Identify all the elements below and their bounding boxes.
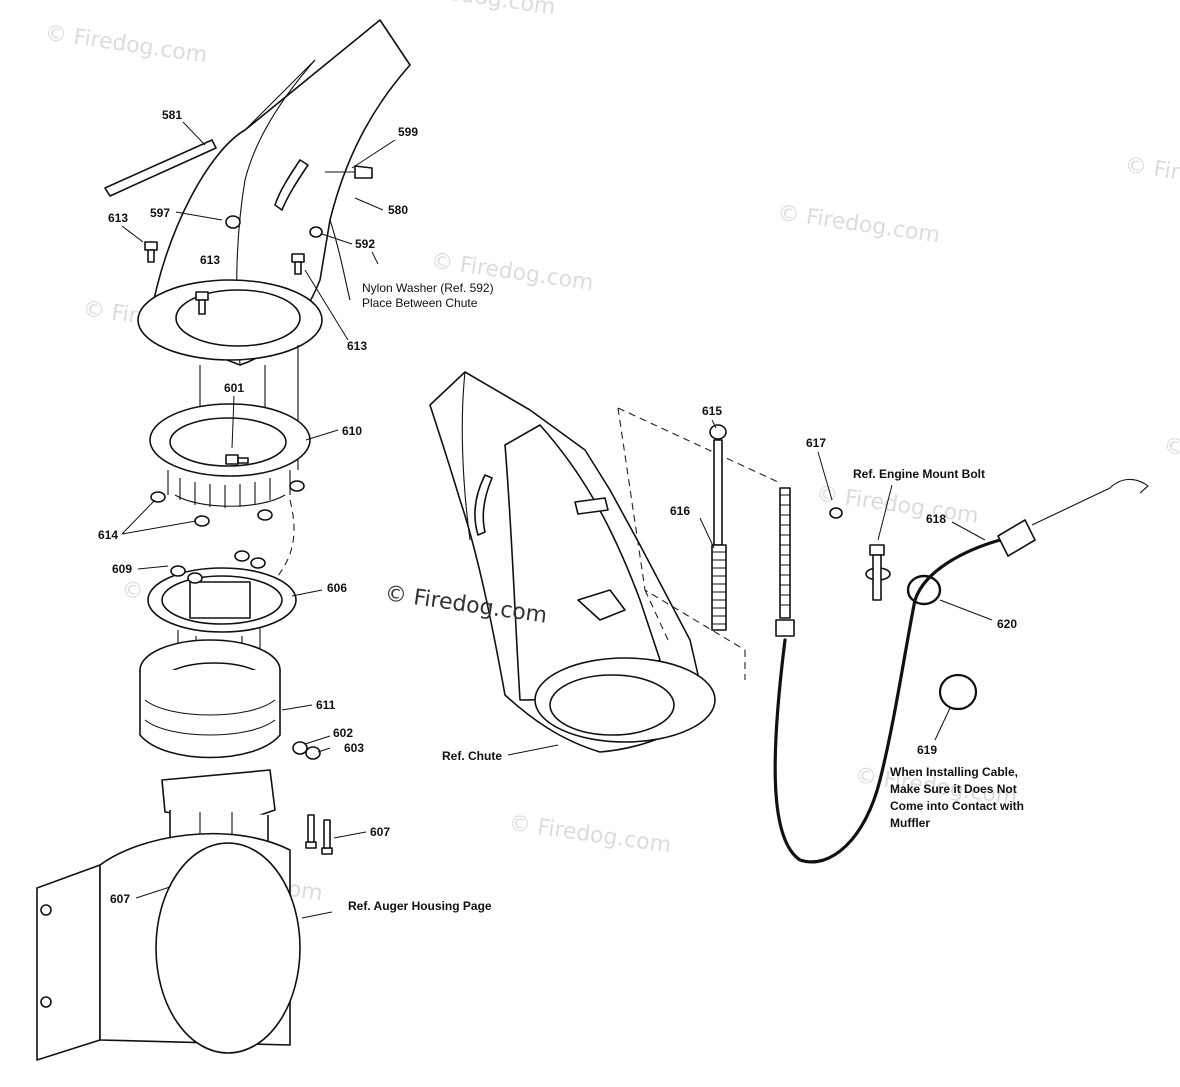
ring-gear-611 xyxy=(139,639,281,759)
note-cable: Muffler xyxy=(890,816,930,830)
label-620: 620 xyxy=(997,617,1017,631)
notes: Nylon Washer (Ref. 592) Place Between Ch… xyxy=(348,281,1024,913)
label-610: 610 xyxy=(342,424,362,438)
label-602: 602 xyxy=(333,726,353,740)
label-580: 580 xyxy=(388,203,408,217)
note-ref-chute: Ref. Chute xyxy=(442,749,502,763)
spring-617 xyxy=(775,487,843,637)
label-603: 603 xyxy=(344,741,364,755)
label-581: 581 xyxy=(162,108,182,122)
nut-614 xyxy=(257,509,273,521)
ring-610 xyxy=(149,403,311,508)
label-617: 617 xyxy=(806,436,826,450)
bolt-613-right xyxy=(291,253,305,275)
reference-chute xyxy=(429,371,716,753)
upper-chute-flange xyxy=(137,279,323,361)
watermark: © Firedog.com xyxy=(507,811,673,859)
plate-606 xyxy=(147,550,297,633)
watermark: © Firedog.com xyxy=(776,201,942,249)
note-nylon-washer: Nylon Washer (Ref. 592) xyxy=(362,281,494,295)
rod-581 xyxy=(104,139,217,197)
nut-614 xyxy=(150,491,166,503)
label-597: 597 xyxy=(150,206,170,220)
watermark: © Firedog.com xyxy=(43,21,209,69)
label-616: 616 xyxy=(670,504,690,518)
note-ref-engine-mount-bolt: Ref. Engine Mount Bolt xyxy=(853,467,985,481)
label-607: 607 xyxy=(110,892,130,906)
label-618: 618 xyxy=(926,512,946,526)
label-601: 601 xyxy=(224,381,244,395)
auger-housing xyxy=(36,832,301,1061)
nut-614 xyxy=(194,515,210,527)
label-592: 592 xyxy=(355,237,375,251)
ring-619 xyxy=(938,673,978,711)
washer-602 xyxy=(292,741,308,755)
note-cable: Come into Contact with xyxy=(890,799,1024,813)
note-ref-auger-housing: Ref. Auger Housing Page xyxy=(348,899,492,913)
note-cable: When Installing Cable, xyxy=(890,765,1018,779)
watermark: © Firedog.com xyxy=(815,481,981,529)
label-613: 613 xyxy=(347,339,367,353)
label-599: 599 xyxy=(398,125,418,139)
dashed-routing xyxy=(617,407,779,680)
label-613: 613 xyxy=(200,253,220,267)
upper-chute xyxy=(149,19,411,366)
bolt-613-center xyxy=(195,291,209,315)
label-614: 614 xyxy=(98,528,118,542)
watermark: © Firedog.com xyxy=(1162,434,1180,482)
bolt-607-upper xyxy=(305,814,333,855)
note-nylon-washer: Place Between Chute xyxy=(362,296,478,310)
label-615: 615 xyxy=(702,404,722,418)
rod-615 xyxy=(709,424,727,546)
label-611: 611 xyxy=(316,698,336,712)
bolt-613-left xyxy=(144,241,158,263)
engine-mount-bolt xyxy=(869,544,885,601)
nut-614 xyxy=(289,480,305,492)
label-619: 619 xyxy=(917,743,937,757)
leader-lines xyxy=(121,121,993,919)
label-606: 606 xyxy=(327,581,347,595)
label-613: 613 xyxy=(108,211,128,225)
nut-603 xyxy=(305,746,321,760)
watermark: © Firedog.com xyxy=(1123,153,1180,201)
label-609: 609 xyxy=(112,562,132,576)
spring-616 xyxy=(711,544,727,631)
note-cable: Make Sure it Does Not xyxy=(890,782,1017,796)
part-labels: 581 599 580 597 613 592 613 613 601 610 … xyxy=(98,108,1017,906)
cable-618 xyxy=(773,478,1149,864)
watermark: © Firedog.com xyxy=(392,0,558,20)
label-607: 607 xyxy=(370,825,390,839)
